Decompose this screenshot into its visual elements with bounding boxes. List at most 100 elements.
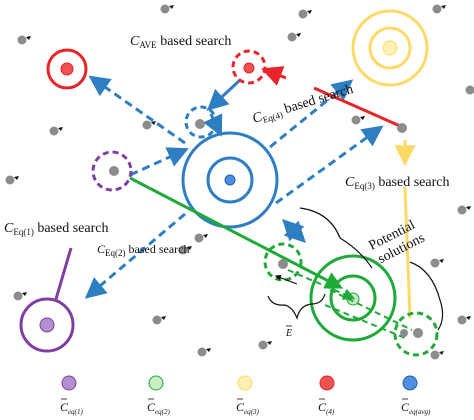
legend-eq3-label: Ceq(3) [236,400,259,416]
particle [465,85,474,95]
particle [194,233,204,243]
label-e: E [285,328,292,339]
cave-target [181,131,279,229]
e-arrow-left [274,274,298,285]
particle [13,291,23,301]
red-outer-ring [46,48,88,90]
arrow-to-green-dashed [282,219,306,243]
particle [197,347,207,357]
arrow-to-small-blue [203,107,223,137]
legend-eq2-label: Ceq(2) [147,400,170,416]
small-blue-dot [195,119,205,129]
particle [432,4,442,14]
legend-eq4-swatch [319,375,335,391]
yellow-outer-ring [351,9,429,87]
particle-tail [22,292,27,296]
purple-dashed-dot [109,166,119,176]
particle-tail [26,36,31,40]
cave-search-arrows [84,75,384,299]
particle [351,115,361,125]
cave-center-dot [224,174,236,186]
arrow-to-right-particle [275,125,384,205]
arrow-to-purple-dashed [129,147,189,177]
particle-tail [206,348,211,352]
green-dashed-right-dot [413,328,423,338]
small-blue-dashed-target [184,105,218,139]
particle [258,340,268,350]
green-dashed-arrow [287,269,356,300]
particle [457,205,467,215]
green-inner-ring [329,274,377,322]
particle [17,35,27,45]
particle-tail [187,246,192,250]
particle-tail [203,234,208,238]
particle [287,32,297,42]
background-particles [5,4,474,360]
particle [5,175,15,185]
legend-eq3-swatch [237,375,253,391]
legend: Ceq(1)Ceq(2)Ceq(3)C(4)Ceq(avg) [60,375,431,416]
purple-pointer-line [54,247,73,300]
legend-eqavg-swatch [402,375,418,391]
particle-tail [466,206,471,210]
particle-tail [296,33,301,37]
particle-tail [466,316,471,320]
legend-eq4-label: C(4) [318,400,335,416]
green-dashed-target [263,242,303,282]
label-cave: CAVE based search [130,34,231,50]
green-outer-ring [309,254,397,342]
green-dashed-right-ring [393,311,439,357]
yellow-target [351,9,429,87]
particle-tail [307,10,312,14]
green-dashed-target-right [393,311,439,357]
green-dashed-dot [278,259,288,269]
legend-eq2-swatch [148,375,164,391]
green-target [309,254,397,342]
cave-outer-ring [181,131,279,229]
e-brace [267,293,326,320]
label-ceq1: CEq(1) based search [4,221,108,237]
particle [49,126,59,136]
arrow-to-purple-target [84,212,186,299]
particle-bottom-right [400,329,408,337]
particle-tail [439,351,444,355]
arrow-red-dashed-to-blue [206,78,242,111]
e-vector-bracket [267,274,326,320]
red-dashed-target [231,49,267,85]
particle [430,350,440,360]
green-dashed-ellipse-top [329,289,413,331]
particle-tail [151,121,156,125]
potential-arc-top [299,207,373,269]
particle-tail [439,259,444,263]
particle-tail [267,341,272,345]
particle-tail [360,116,365,120]
particle-tail [58,127,63,131]
label-ceq3: CEq(3) based search [345,175,449,191]
particle-tail [161,316,166,320]
purple-target [19,297,75,353]
red-center-dot [60,62,74,76]
red-target [46,48,88,90]
arrow-to-red-target [88,75,186,145]
label-potential: Potential solutions [367,218,428,267]
particle [142,120,152,130]
particle [160,4,170,14]
particle [152,315,162,325]
purple-dashed-ring [91,150,133,192]
particle-tail [441,5,446,9]
yellow-line-down [403,186,412,319]
particle [298,9,308,19]
purple-center-dot [39,317,55,333]
red-line-to-particle [313,86,401,128]
purple-outer-ring [19,297,75,353]
legend-eq1-swatch [61,375,77,391]
small-blue-ring [184,105,218,139]
cave-inner-ring [206,156,254,204]
particle [457,315,467,325]
arrow-red-to-dashed [261,66,287,86]
red-dashed-dot [243,62,255,74]
join-particle [397,123,407,133]
particle-tail [169,5,174,9]
green-dashed-ring [263,242,303,282]
